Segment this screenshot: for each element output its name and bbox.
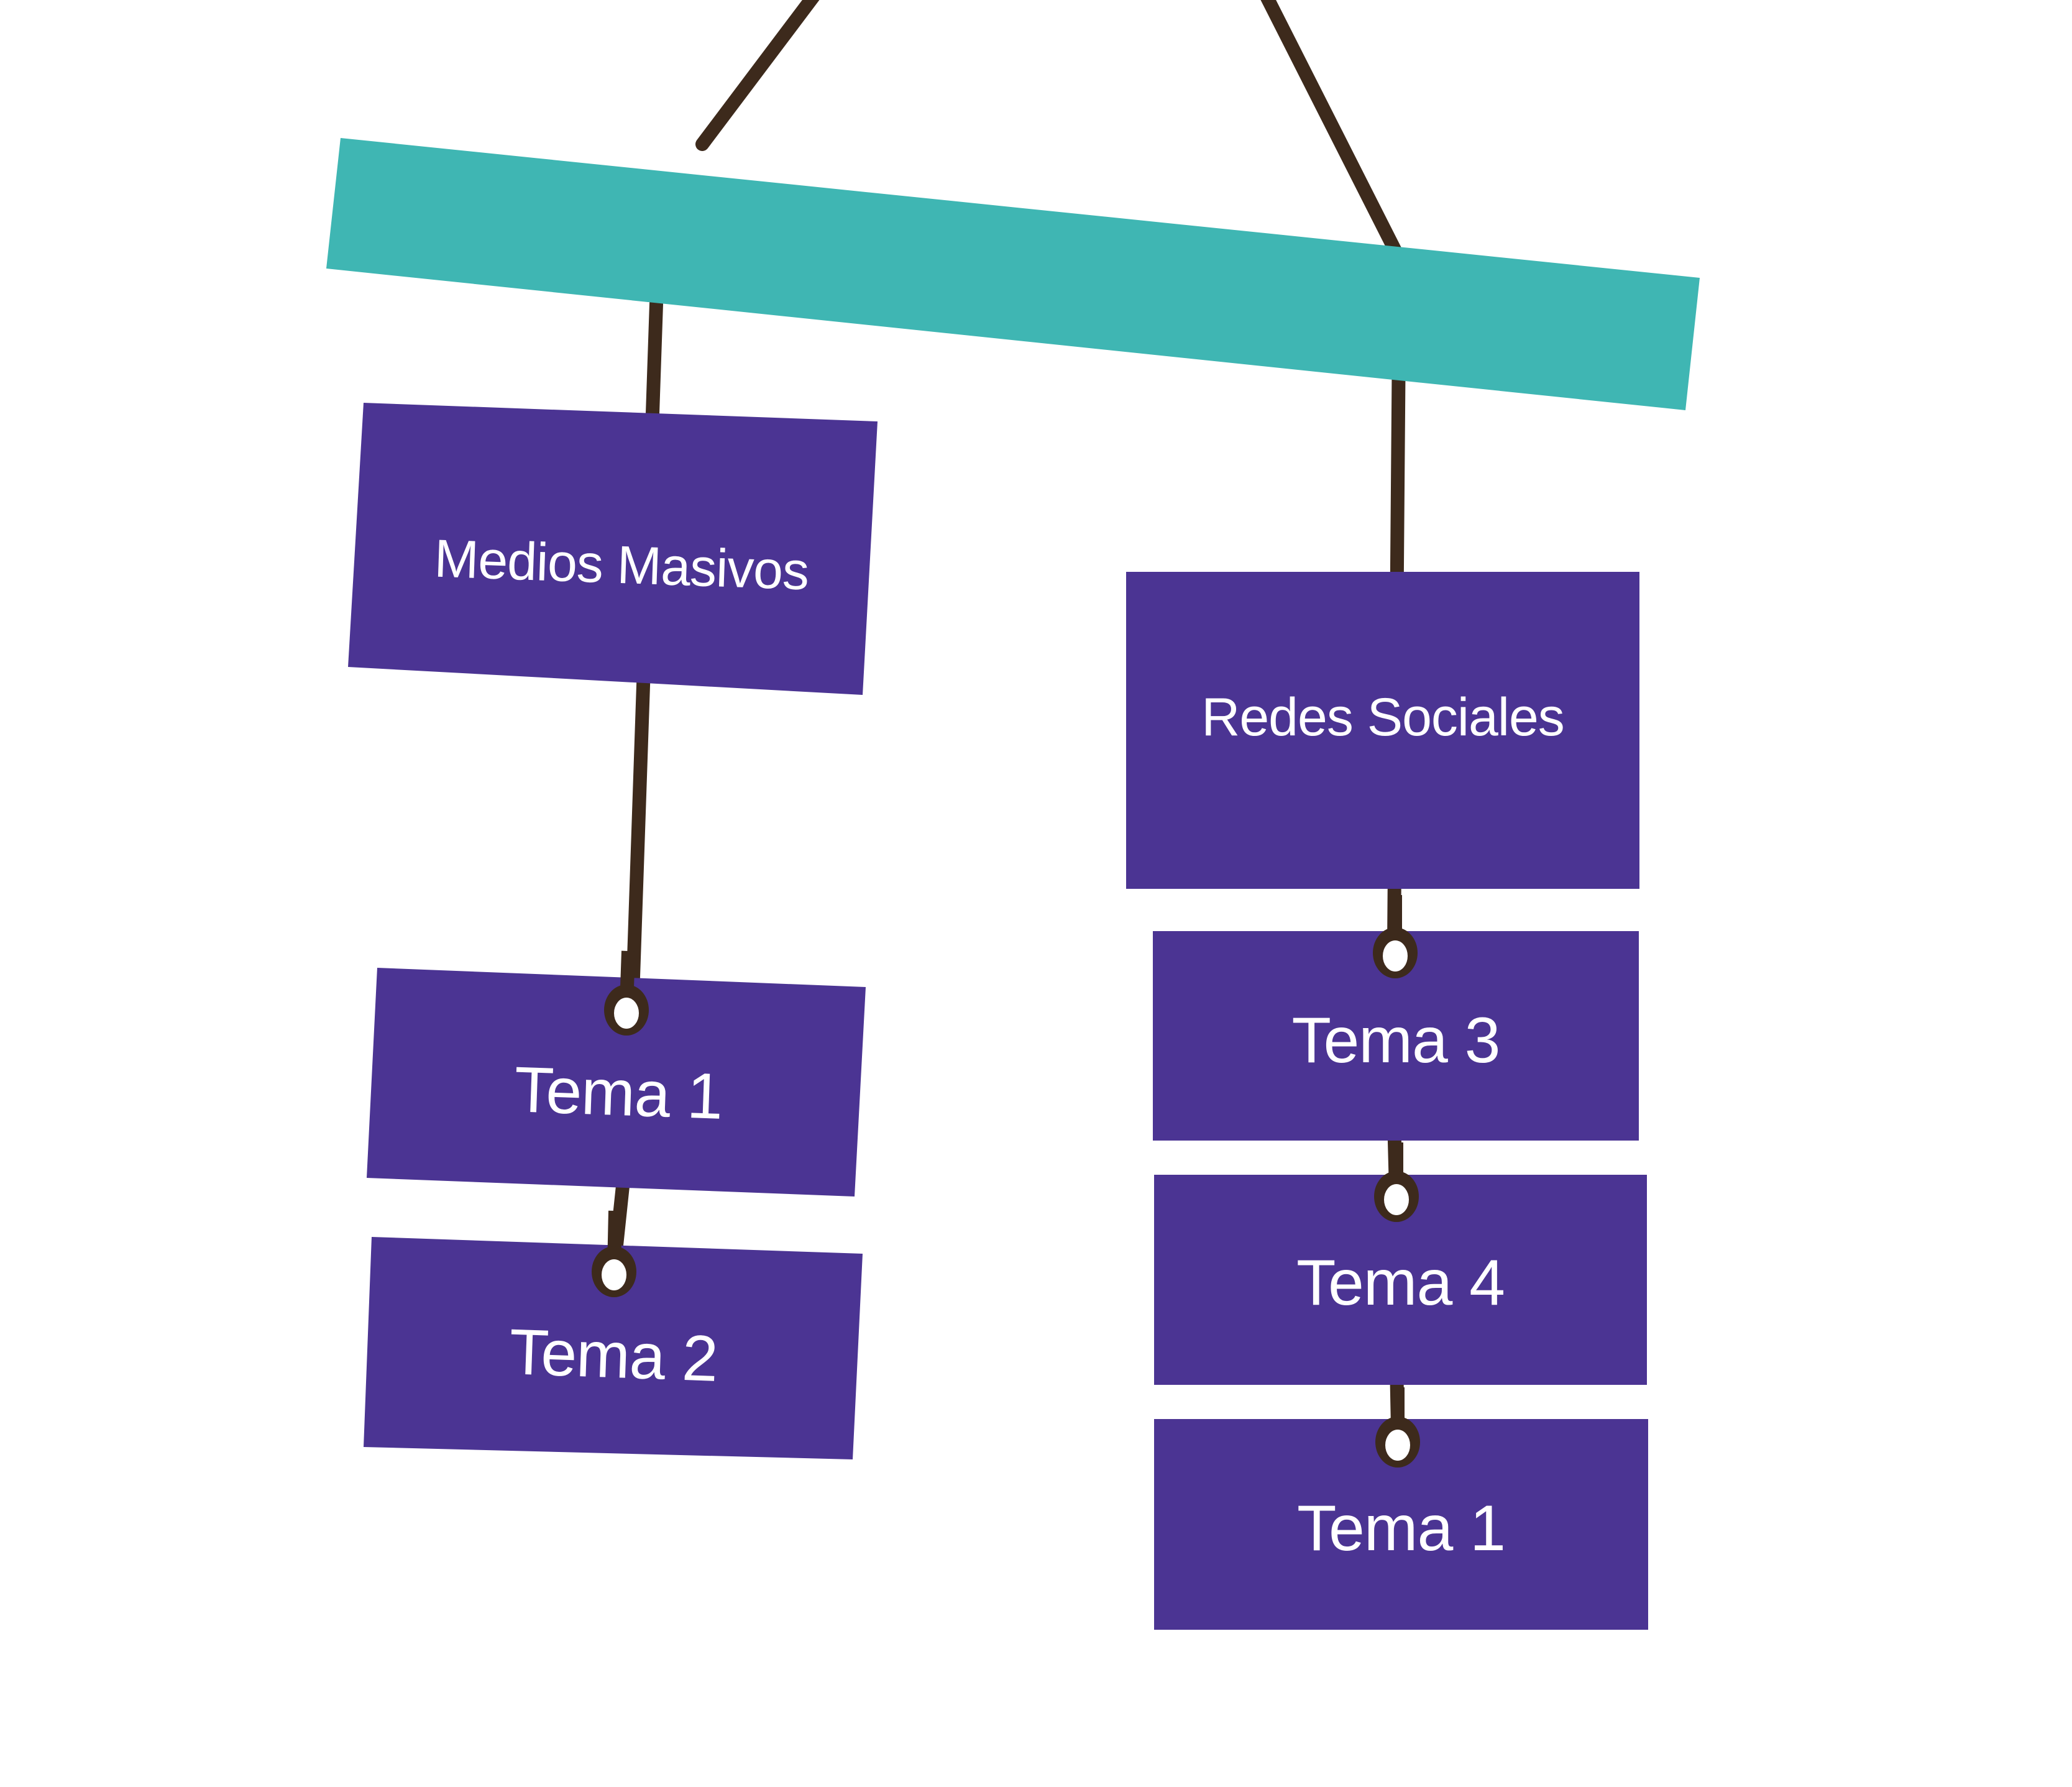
eyelet-tema-3 — [1373, 927, 1418, 978]
node-tema-3[interactable] — [1153, 931, 1639, 1141]
crossbar[interactable] — [326, 138, 1700, 410]
node-tema-1-left[interactable] — [367, 968, 866, 1197]
node-medios-masivos[interactable] — [348, 403, 878, 695]
eyelet-tema-4 — [1374, 1171, 1419, 1222]
node-redes-sociales[interactable] — [1126, 572, 1639, 889]
string-to-crossbar-left — [695, 0, 820, 151]
eyelet-group — [592, 927, 1420, 1468]
eyelet-tema-2 — [592, 1246, 636, 1297]
node-tema-4[interactable] — [1154, 1175, 1647, 1385]
eyelet-tema-1-right — [1375, 1417, 1420, 1468]
node-tema-2[interactable] — [364, 1237, 863, 1459]
eyelet-tema-1-left — [604, 985, 649, 1036]
node-tema-1-right[interactable] — [1154, 1419, 1648, 1630]
string-to-crossbar-right — [1260, 0, 1406, 266]
